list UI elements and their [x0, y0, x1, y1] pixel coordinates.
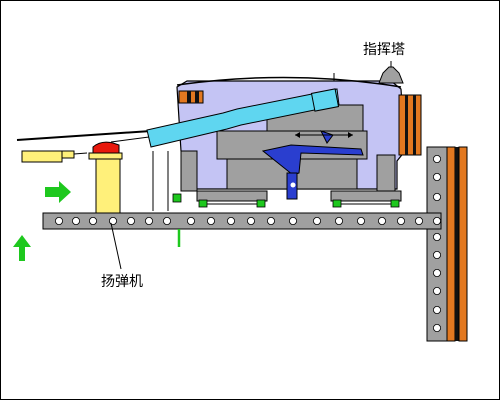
deck-beam — [42, 212, 442, 230]
elevation-pivot — [290, 182, 296, 188]
hull-stripe — [458, 146, 468, 342]
rammer-rod — [73, 152, 88, 155]
director-tower — [378, 66, 404, 84]
shell-yellow-left-tip — [61, 150, 75, 159]
elevation-linkage — [320, 130, 334, 144]
gun-barrel — [146, 88, 340, 148]
gun-breech — [310, 88, 340, 112]
armor-stripe-right — [398, 94, 422, 156]
green-right-arrow — [45, 181, 71, 203]
ammo-hoist-label: 扬弹机 — [101, 274, 143, 290]
armor-stripe-right-black — [413, 95, 416, 155]
green-up-arrow — [13, 235, 31, 261]
turret-roof — [176, 76, 402, 88]
director-tower-label: 指挥塔 — [363, 42, 405, 58]
right-bracket — [376, 154, 396, 192]
left-bracket — [180, 150, 198, 192]
motion-arrow-head — [295, 132, 300, 138]
armor-stripe-right-black — [405, 95, 408, 155]
motion-arrow-head — [348, 132, 353, 138]
hull-stripe — [446, 146, 456, 342]
turret-rollers — [172, 190, 402, 208]
hoist-leader-line — [110, 222, 122, 270]
hoist-cap — [88, 152, 123, 160]
beam-holes — [55, 154, 441, 332]
hoist-shaft — [95, 153, 121, 215]
armor-stripe-left-black — [187, 91, 191, 103]
armor-stripe-left-black — [195, 91, 199, 103]
hoist-shell-red — [92, 141, 120, 154]
hull-stripe-black — [455, 147, 459, 341]
deck-line-fine — [110, 136, 150, 143]
shell-yellow-left — [21, 150, 63, 163]
